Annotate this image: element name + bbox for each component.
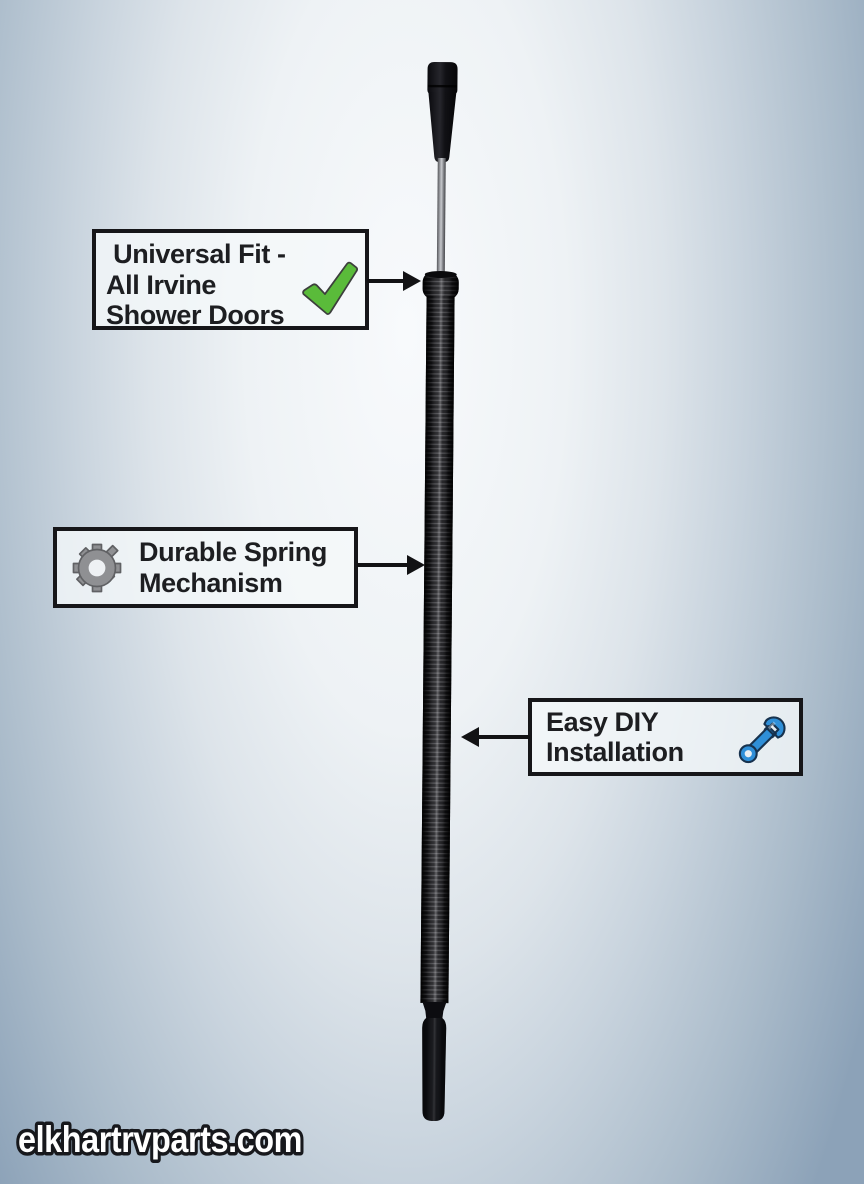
callout-line: Durable Spring [139, 537, 327, 567]
metal-shaft [436, 157, 446, 281]
callout-easy-diy-arrow-head [461, 727, 479, 747]
bottom-neck [422, 1001, 447, 1020]
wrench-icon [738, 716, 786, 764]
callout-line: Installation [546, 737, 684, 767]
callout-universal-fit-arrow-line [367, 279, 404, 283]
callout-durable-spring-arrow-head [407, 555, 425, 575]
callout-easy-diy: Easy DIY Installation [528, 698, 803, 776]
watermark-website: elkhartrvparts.com [15, 1116, 307, 1164]
callout-durable-spring-text: Durable Spring Mechanism [139, 537, 327, 598]
spring-top-collar [422, 271, 459, 300]
callout-universal-fit-text: Universal Fit - All Irvine Shower Doors [106, 239, 355, 331]
callout-universal-fit-arrow-head [403, 271, 421, 291]
top-end-cap [427, 61, 458, 163]
callout-line: Easy DIY [546, 706, 659, 737]
callout-easy-diy-arrow-line [477, 735, 530, 739]
callout-line: Universal Fit - [106, 239, 286, 269]
product-photo-spring-rod [420, 61, 459, 1121]
callout-durable-spring-arrow-line [357, 563, 408, 567]
gear-icon [72, 543, 122, 592]
callout-universal-fit: Universal Fit - All Irvine Shower Doors [92, 229, 369, 330]
callout-durable-spring: Durable Spring Mechanism [53, 527, 358, 608]
callout-line: Shower Doors [106, 300, 285, 330]
checkmark-icon [302, 261, 358, 315]
callout-easy-diy-text: Easy DIY Installation [546, 707, 684, 768]
bottom-end-cap [422, 1017, 447, 1121]
coil-spring [420, 295, 455, 1004]
svg-text:elkhartrvparts.com: elkhartrvparts.com [18, 1119, 302, 1160]
callout-line: All Irvine [106, 269, 217, 300]
callout-line: Mechanism [139, 567, 283, 598]
